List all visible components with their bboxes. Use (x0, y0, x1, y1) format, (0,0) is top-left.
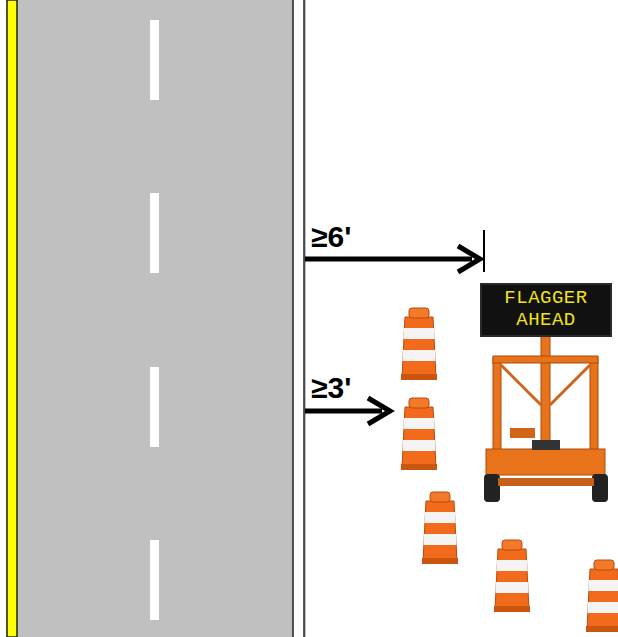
yellow-edge-line (7, 0, 17, 637)
message-sign-board: FLAGGER AHEAD (480, 283, 612, 337)
lane-dashes (150, 20, 159, 620)
white-edge-line (293, 0, 304, 637)
sign-message: FLAGGER AHEAD (482, 288, 610, 332)
traffic-barrel (586, 560, 618, 632)
traffic-barrel (422, 492, 458, 564)
road-surface (6, 0, 306, 637)
dimension-label: ≥3' (311, 373, 351, 403)
traffic-barrel (401, 398, 437, 470)
traffic-barrel (401, 308, 437, 380)
dimension-label: ≥6' (311, 222, 351, 252)
traffic-barrel (494, 540, 530, 612)
sign-trailer (484, 335, 608, 502)
